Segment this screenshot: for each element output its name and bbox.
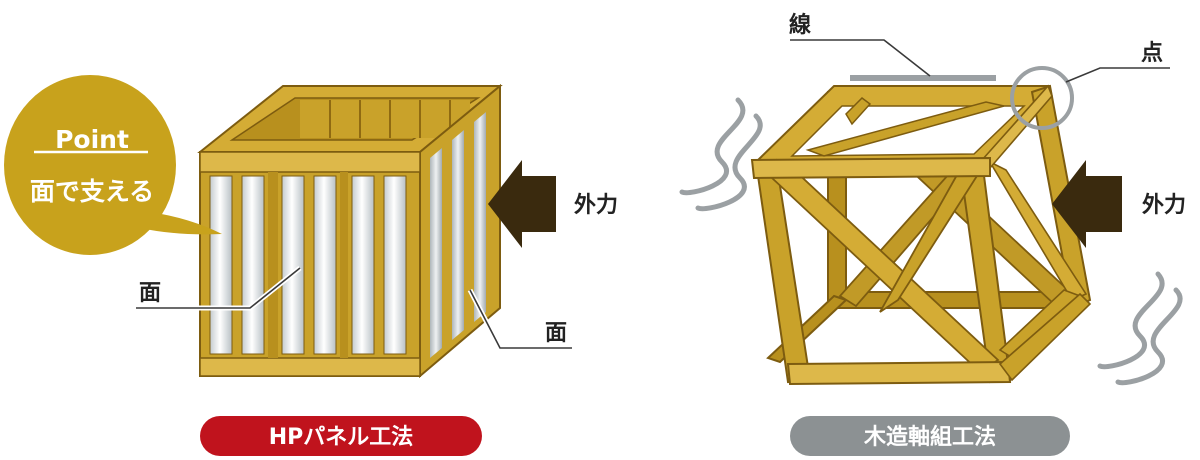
force-arrow-right	[1052, 160, 1122, 248]
side-panels	[430, 112, 486, 358]
label-point: 点	[1141, 40, 1163, 66]
line-indicator	[790, 39, 996, 81]
vibration-marks	[679, 97, 1183, 386]
hp-panel-box	[197, 83, 503, 379]
caption-left: HPパネル工法	[200, 416, 482, 456]
caption-left-text: HPパネル工法	[269, 425, 414, 450]
force-arrow-left	[488, 160, 556, 248]
callout-heading: Point	[55, 125, 129, 154]
point-callout	[4, 75, 222, 255]
timber-frame	[679, 84, 1183, 386]
leader-lines-left	[136, 266, 572, 351]
point-indicator	[1010, 66, 1170, 130]
caption-right-text: 木造軸組工法	[863, 424, 996, 450]
label-force-right: 外力	[1142, 192, 1186, 218]
callout-text: 面で支える	[30, 177, 154, 206]
label-line: 線	[789, 12, 811, 38]
caption-right: 木造軸組工法	[790, 416, 1070, 456]
label-face-side: 面	[545, 321, 567, 346]
label-face-front: 面	[139, 281, 161, 306]
label-force-left: 外力	[574, 192, 618, 218]
